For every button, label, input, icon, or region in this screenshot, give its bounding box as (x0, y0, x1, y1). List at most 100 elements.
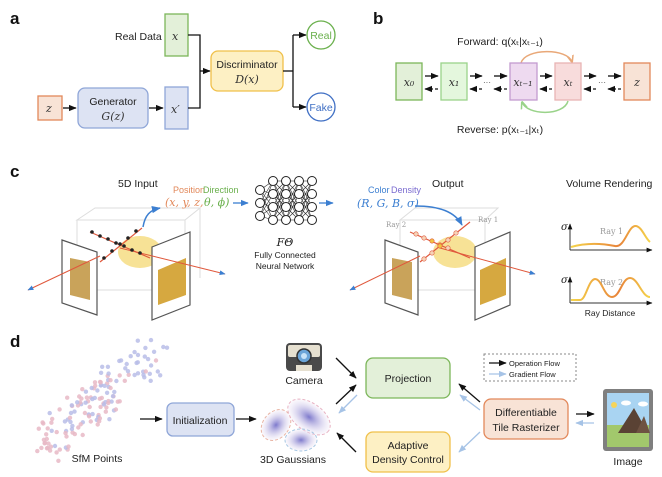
panel-d: d SfM Points Initialization Camera 3D Ga… (10, 332, 653, 473)
x-symbol: x (172, 30, 179, 43)
arrow-camera-to-projection (335, 357, 357, 379)
sfm-point (113, 407, 119, 412)
input-position-tuple: (x, y, z, (165, 196, 204, 209)
gaussian-ellipse (287, 398, 331, 436)
real-output-label: Real (310, 30, 332, 42)
output-pointer-arrow (414, 205, 463, 226)
flow-legend: Operation Flow Gradient Flow (483, 353, 577, 382)
noise-z-box (37, 95, 63, 121)
sfm-point (75, 400, 80, 405)
image-cloud (638, 401, 648, 407)
sfm-point (108, 378, 113, 383)
image-mountain-small (636, 416, 650, 433)
sample-point (90, 230, 94, 234)
nn-node (268, 202, 278, 212)
sfm-point (44, 446, 50, 451)
camera-lens-inner (301, 353, 307, 359)
sfm-point (102, 383, 107, 388)
sfm-point (101, 402, 107, 407)
sfm-point (50, 416, 55, 422)
sample-point (138, 251, 142, 255)
camera-ray-left (27, 255, 101, 291)
merge-connector (188, 34, 201, 109)
legend-operation-label: Operation Flow (509, 359, 560, 368)
colored-samples (413, 230, 459, 262)
ellipsis-2: ··· (598, 78, 606, 87)
sfm-point (107, 417, 112, 422)
sfm-point (117, 399, 122, 404)
sfm-point (135, 360, 140, 365)
adaptive-density-control-box (365, 431, 451, 473)
nn-node (294, 202, 304, 212)
ray1-plot-label: Ray 1 (600, 227, 623, 236)
sfm-point (70, 430, 75, 435)
position-label: Position (173, 185, 205, 195)
nn-node (307, 176, 317, 186)
output-scene: Ray 1 Ray 2 (349, 205, 536, 321)
sfm-point (132, 372, 137, 378)
sfm-point (69, 426, 75, 432)
panel-c: c 5D Input Posit (10, 162, 653, 321)
initialization-box (166, 402, 235, 437)
sfm-point (92, 380, 98, 385)
legend-border (483, 353, 577, 382)
node-x0-label: x₀ (404, 76, 415, 89)
sample-point (437, 243, 443, 249)
forward-process-label: Forward: q(xₜ|xₜ₋₁) (457, 36, 543, 48)
color-label: Color (368, 185, 390, 195)
sfm-point (83, 389, 89, 394)
nn-node (294, 189, 304, 199)
sfm-point (84, 395, 90, 400)
sfm-point (112, 389, 117, 395)
generator-box (77, 87, 149, 129)
sfm-point (148, 378, 153, 383)
ray-distance-label: Ray Distance (585, 308, 636, 318)
sfm-point (48, 444, 54, 449)
sample-point (413, 231, 419, 237)
reverse-arc (522, 101, 569, 114)
sample-point (106, 237, 110, 241)
gaussian-ellipse (284, 428, 318, 452)
generator-title: Generator (89, 96, 137, 108)
camera-icon (286, 343, 322, 371)
sfm-point (93, 383, 98, 388)
sfm-point (79, 396, 84, 401)
nn-node (281, 202, 291, 212)
scene-box-top (75, 207, 202, 221)
neural-network-icon (255, 176, 317, 225)
sfm-point (54, 450, 59, 455)
sfm-point (142, 375, 147, 380)
rasterizer-box (483, 398, 569, 440)
volume-rendering-title: Volume Rendering (566, 178, 653, 190)
sample-point (453, 230, 459, 236)
sfm-point (42, 440, 48, 445)
sfm-point (63, 430, 68, 436)
sfm-point (95, 422, 100, 427)
sfm-point (87, 404, 92, 410)
sfm-point (147, 371, 152, 376)
network-caption-line2: Neural Network (256, 261, 315, 271)
sample-point (421, 256, 427, 262)
sample-point (110, 249, 114, 253)
sfm-point (145, 356, 151, 362)
sfm-point (125, 369, 131, 374)
sfm-point (126, 372, 131, 377)
nn-node (307, 202, 317, 212)
sfm-point (78, 422, 83, 427)
ray2-sigma-label: σ (561, 275, 569, 286)
node-xt-label: xₜ (564, 76, 573, 89)
sfm-point (106, 400, 111, 406)
gradient-projection-to-gaussians (338, 394, 358, 414)
generator-fn: G(z) (101, 110, 124, 123)
panel-label-b: b (373, 9, 383, 28)
x-prime-symbol: x′ (171, 103, 180, 116)
sfm-point (123, 366, 128, 371)
reverse-process-label: Reverse: p(xₜ₋₁|xₜ) (457, 124, 543, 136)
panel-a: a Real Data x z Generator G(z) x′ Discri… (10, 9, 336, 130)
sfm-point (68, 410, 74, 416)
sfm-point (47, 410, 52, 416)
sfm-point (97, 396, 103, 401)
sfm-point (98, 380, 103, 385)
nn-node (255, 185, 265, 195)
sfm-point (135, 371, 141, 376)
